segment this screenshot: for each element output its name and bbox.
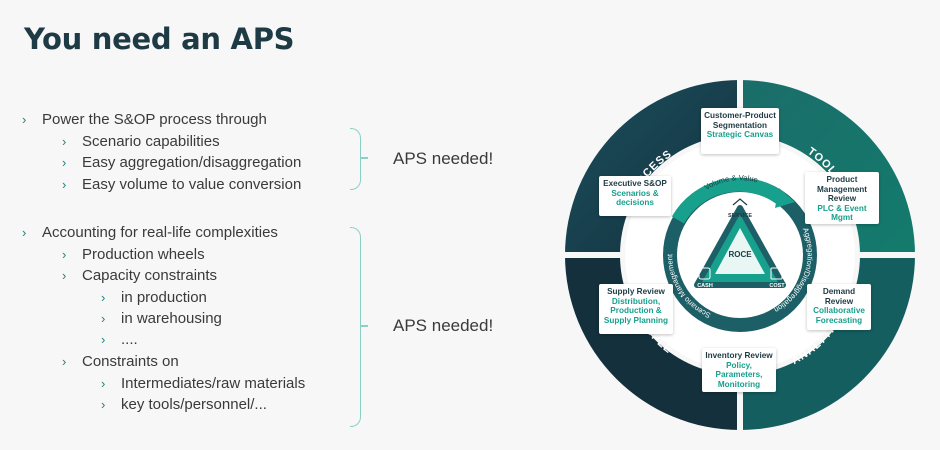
list-item-text: Scenario capabilities xyxy=(82,133,220,150)
card-title: Supply Review xyxy=(607,287,665,296)
chevron-right-icon: › xyxy=(101,397,106,412)
chevron-right-icon: › xyxy=(62,247,67,262)
quadrant-analytics xyxy=(740,255,915,430)
list-item: › Accounting for real-life complexities xyxy=(22,224,278,242)
page-title: You need an APS xyxy=(24,22,295,56)
sop-wheel-diagram: PROCESS TOOLS PEOPLE ANALYTICS Volume & … xyxy=(565,80,915,430)
list-item: › key tools/personnel/... xyxy=(101,396,267,414)
list-item: › Intermediates/raw materials xyxy=(101,375,306,393)
list-item: › Production wheels xyxy=(62,246,205,264)
list-item-text: in production xyxy=(121,289,207,306)
chevron-right-icon: › xyxy=(62,354,67,369)
card-subtitle: Distribution, Production & Supply Planni… xyxy=(603,296,669,325)
list-item: › in warehousing xyxy=(101,310,222,328)
card-title: Executive S&OP xyxy=(603,179,667,188)
list-item: › Power the S&OP process through xyxy=(22,111,267,129)
chevron-right-icon: › xyxy=(62,134,67,149)
card-product-management-review: Product Management Review PLC & Event Mg… xyxy=(805,172,879,224)
sop-wheel-svg: PROCESS TOOLS PEOPLE ANALYTICS Volume & … xyxy=(565,80,915,430)
card-title: Product Management Review xyxy=(816,175,868,203)
card-subtitle: Collaborative Forecasting xyxy=(813,306,865,325)
cost-icon xyxy=(770,267,783,280)
card-subtitle: Scenarios & decisions xyxy=(611,188,659,208)
aps-needed-label: APS needed! xyxy=(393,316,494,335)
list-item-text: key tools/personnel/... xyxy=(121,396,267,413)
list-item-text: Power the S&OP process through xyxy=(42,111,267,128)
chevron-right-icon: › xyxy=(101,332,106,347)
bracket-tip xyxy=(361,157,368,159)
list-item-text: Constraints on xyxy=(82,353,179,370)
list-item-text: Accounting for real-life complexities xyxy=(42,224,278,241)
service-icon xyxy=(732,198,748,206)
list-item: › Constraints on xyxy=(62,353,179,371)
list-item-text: in warehousing xyxy=(121,310,222,327)
list-item-text: .... xyxy=(121,331,138,348)
bracket xyxy=(350,227,361,427)
chevron-right-icon: › xyxy=(62,155,67,170)
card-demand-review: Demand Review Collaborative Forecasting xyxy=(807,284,871,330)
chevron-right-icon: › xyxy=(101,376,106,391)
list-item: › in production xyxy=(101,289,207,307)
list-item-text: Production wheels xyxy=(82,246,205,263)
list-item-text: Capacity constraints xyxy=(82,267,218,284)
chevron-right-icon: › xyxy=(22,112,27,127)
list-item: › .... xyxy=(101,331,138,349)
card-subtitle: Strategic Canvas xyxy=(706,130,774,139)
bracket xyxy=(350,128,361,190)
chevron-right-icon: › xyxy=(62,177,67,192)
chevron-right-icon: › xyxy=(22,225,27,240)
list-item: › Easy volume to value conversion xyxy=(62,176,302,194)
center-label-cost: COST xyxy=(769,283,785,289)
center-label-roce: ROCE xyxy=(728,250,752,259)
list-item: › Scenario capabilities xyxy=(62,133,220,151)
card-inventory-review: Inventory Review Policy, Parameters, Mon… xyxy=(702,348,776,392)
card-supply-review: Supply Review Distribution, Production &… xyxy=(599,284,673,334)
chevron-right-icon: › xyxy=(62,268,67,283)
list-item-text: Easy volume to value conversion xyxy=(82,176,302,193)
list-item: › Capacity constraints xyxy=(62,267,218,285)
card-title: Inventory Review xyxy=(705,351,773,360)
list-item: › Easy aggregation/disaggregation xyxy=(62,154,302,172)
chevron-right-icon: › xyxy=(101,290,106,305)
chevron-right-icon: › xyxy=(101,311,106,326)
cash-icon xyxy=(698,267,711,280)
bracket-tip xyxy=(361,325,368,327)
card-title: Customer-Product Segmentation xyxy=(704,111,776,130)
card-subtitle: PLC & Event Mgmt xyxy=(817,203,867,223)
center-label-cash: CASH xyxy=(697,283,713,289)
center-label-service: SERVICE xyxy=(728,213,752,219)
list-item-text: Intermediates/raw materials xyxy=(121,375,306,392)
card-subtitle: Policy, Parameters, Monitoring xyxy=(715,360,763,389)
aps-needed-label: APS needed! xyxy=(393,149,494,168)
card-customer-product-segmentation: Customer-Product Segmentation Strategic … xyxy=(701,108,779,154)
list-item-text: Easy aggregation/disaggregation xyxy=(82,154,302,171)
card-executive-sop: Executive S&OP Scenarios & decisions xyxy=(599,176,671,216)
card-title: Demand Review xyxy=(822,287,856,306)
